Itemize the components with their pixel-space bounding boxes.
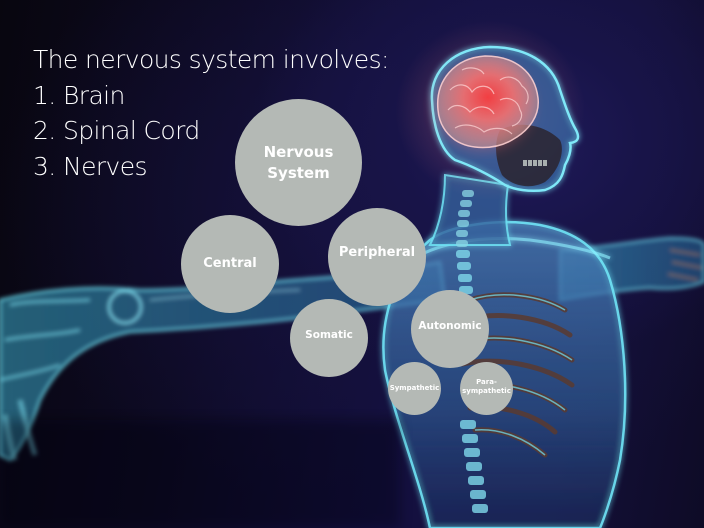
head-graphic (395, 20, 585, 200)
spine-graphic (456, 250, 488, 513)
bubble-label: Sympathetic (389, 384, 440, 393)
bubble-peripheral[interactable]: Peripheral (328, 208, 426, 306)
bubble-label: sympathetic (462, 387, 511, 395)
bubble-autonomic[interactable]: Autonomic (411, 290, 489, 368)
bubble-label: Nervous (263, 143, 334, 161)
bubble-label: System (267, 164, 330, 182)
bubble-label: Para- (476, 377, 497, 386)
bubble-somatic[interactable]: Somatic (290, 299, 368, 377)
bubble-label: Somatic (305, 328, 353, 341)
bubble-label: Central (203, 256, 257, 272)
bubble-label: Peripheral (338, 245, 416, 261)
intro-heading: The nervous system involves: (33, 45, 389, 74)
intro-item-brain: 1. Brain (33, 80, 125, 110)
bubble-central[interactable]: Central (181, 215, 279, 313)
intro-item-nerves: 3. Nerves (33, 151, 148, 181)
intro-item-spinal-cord: 2. Spinal Cord (33, 116, 200, 145)
brain-graphic (433, 55, 539, 150)
bubble-sympathetic[interactable]: Sympathetic (388, 362, 441, 415)
intro-text-block: The nervous system involves: 1. Brain 2.… (33, 42, 389, 184)
bubble-parasympathetic[interactable]: Para- sympathetic (460, 362, 513, 415)
bubble-nervous-system[interactable]: Nervous System (235, 99, 362, 226)
bubble-label: Autonomic (418, 319, 482, 332)
